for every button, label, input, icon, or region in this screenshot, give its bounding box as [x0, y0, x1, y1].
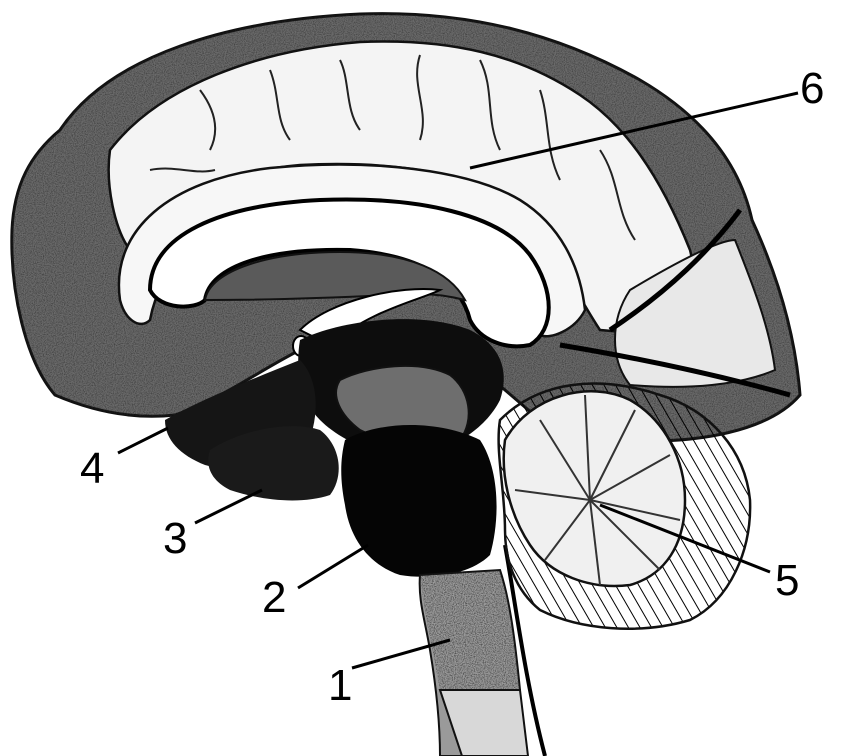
pons-midbrain: [341, 425, 496, 577]
leader-line-4: [118, 428, 168, 453]
label-4: 4: [80, 444, 104, 493]
label-2: 2: [262, 573, 286, 622]
leader-line-2: [298, 545, 368, 588]
label-1: 1: [328, 661, 352, 710]
label-5: 5: [775, 556, 799, 605]
label-3: 3: [163, 514, 187, 563]
leader-line-3: [195, 490, 262, 523]
label-6: 6: [800, 64, 824, 113]
